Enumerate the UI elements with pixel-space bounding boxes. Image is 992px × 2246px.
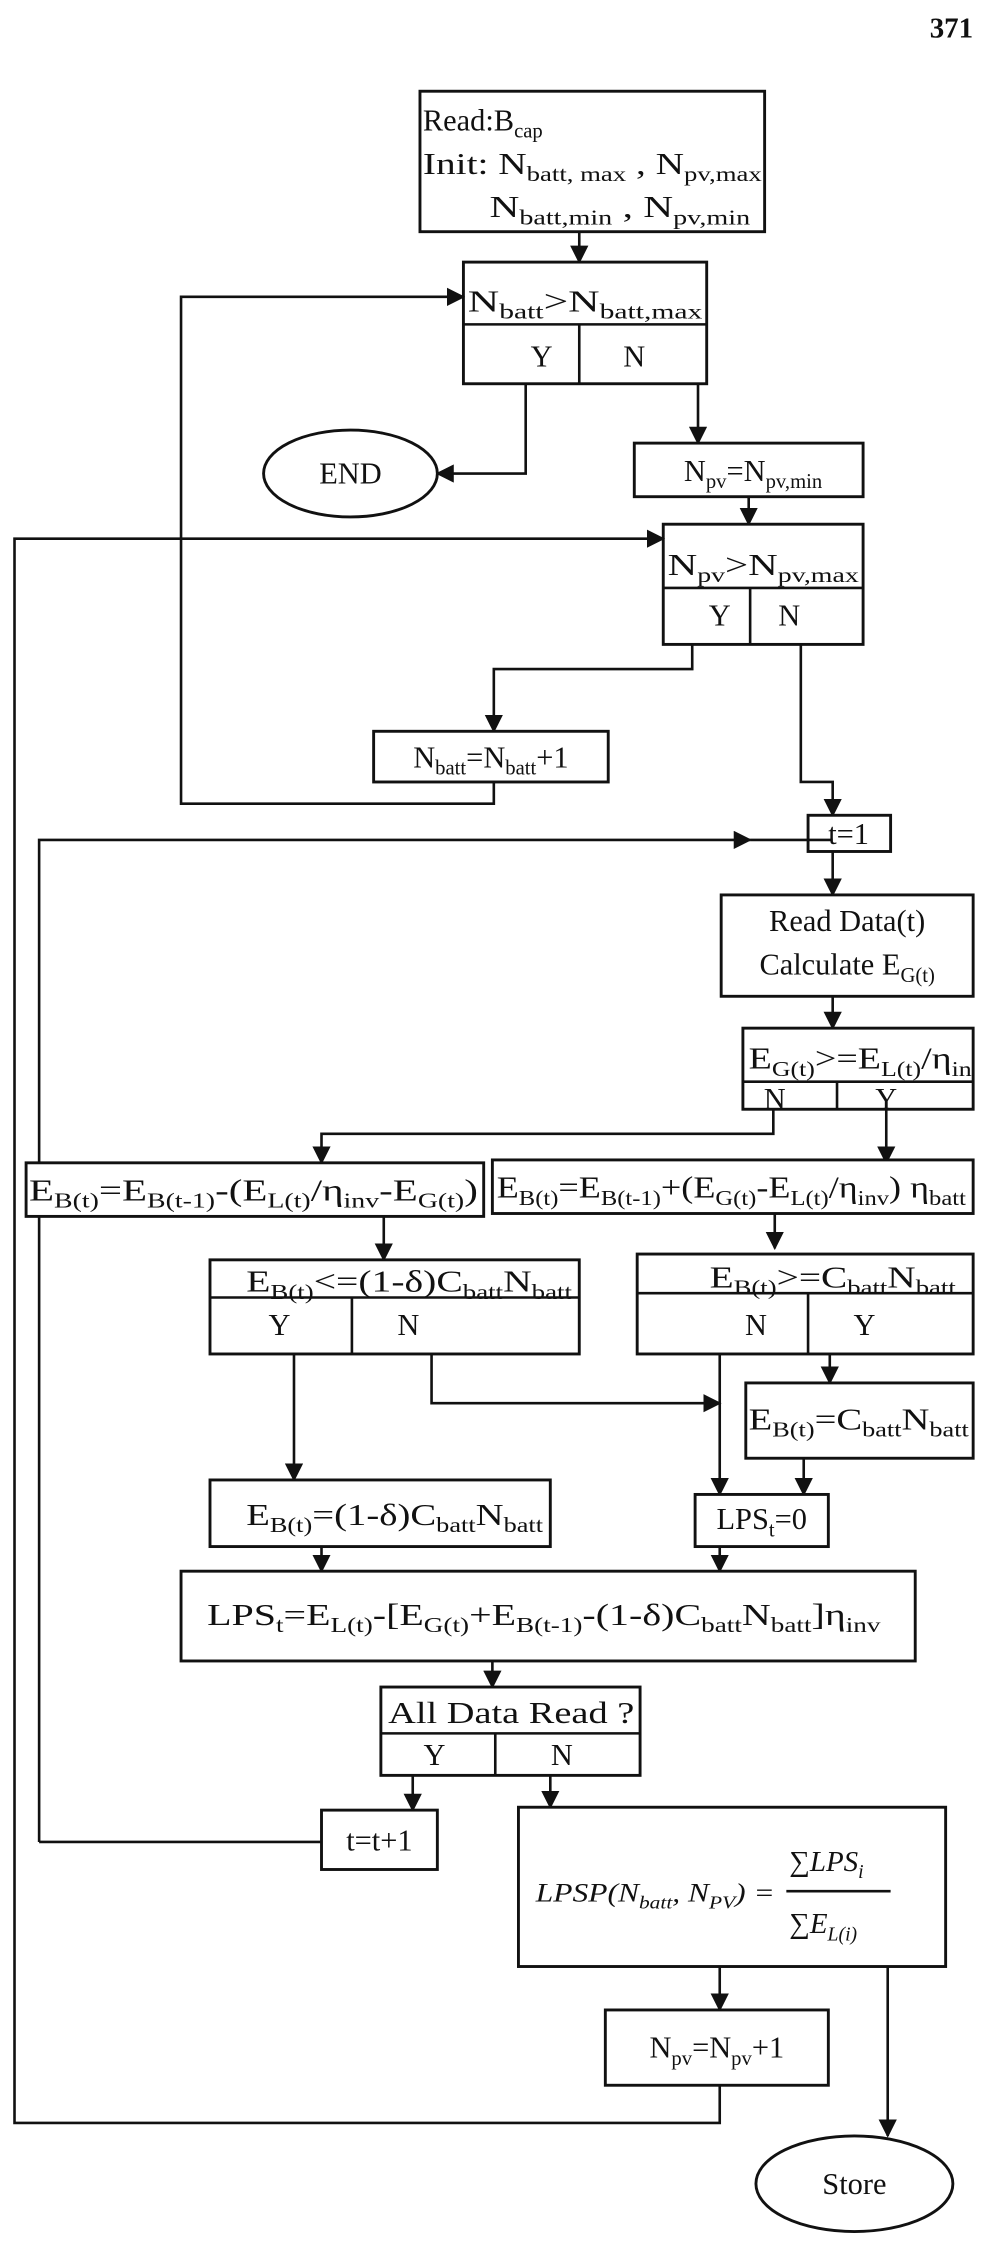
svg-text:t=1: t=1: [828, 817, 869, 851]
lps-zero-box: LPSt=0: [693, 1492, 830, 1549]
loop-connector: [13, 529, 722, 2125]
connector: [312, 1109, 775, 1165]
no-label: N: [551, 1738, 573, 1772]
no-label: N: [623, 339, 645, 373]
svg-text:Read Data(t): Read Data(t): [769, 904, 925, 938]
t-inc-box: t=t+1: [320, 1808, 439, 1871]
connector: [430, 1353, 722, 1413]
connector: [435, 383, 527, 483]
nbatt-inc-box: Nbatt=Nbatt+1: [372, 729, 610, 784]
connector: [484, 644, 694, 734]
condition-text: All Data Read ?: [388, 1696, 634, 1730]
yes-label: Y: [854, 1308, 876, 1342]
yes-label: Y: [709, 599, 731, 633]
yes-label: Y: [423, 1738, 445, 1772]
loop-connector: [179, 287, 496, 805]
svg-text:Nbatt=Nbatt+1: Nbatt=Nbatt+1: [413, 740, 568, 779]
npv-inc-box: Npv=Npv+1: [603, 2008, 830, 2087]
yes-label: Y: [269, 1308, 291, 1342]
connector: [799, 644, 842, 818]
loop-connector: [37, 830, 752, 1842]
svg-text:Calculate EG(t): Calculate EG(t): [759, 948, 934, 987]
no-label: N: [764, 1082, 786, 1116]
npv-init-box: Npv=Npv,min: [632, 441, 865, 499]
page-number: 371: [930, 13, 973, 45]
svg-text:t=t+1: t=t+1: [346, 1824, 412, 1858]
lpsp-denominator: ∑EL(i): [789, 1908, 857, 1945]
svg-text:LPSt=EL(t)-[EG(t)+EB(t-1)-(1-δ: LPSt=EL(t)-[EG(t)+EB(t-1)-(1-δ)CbattNbat…: [207, 1598, 881, 1637]
no-label: N: [778, 599, 800, 633]
yes-label: Y: [875, 1082, 897, 1116]
read-data-box: Read Data(t) Calculate EG(t): [719, 893, 975, 998]
read-bcap-text: Read:Bcap: [423, 103, 543, 142]
lpsp-numerator: ∑LPSi: [789, 1846, 863, 1883]
store-terminal: Store: [754, 2134, 955, 2233]
yes-label: Y: [531, 339, 553, 373]
svg-text:Store: Store: [822, 2167, 886, 2201]
svg-text:Npv=Npv+1: Npv=Npv+1: [649, 2031, 784, 2070]
no-label: N: [745, 1308, 767, 1342]
t-init-box: t=1: [806, 813, 893, 853]
decision-all-data: All Data Read ? Y N: [379, 1685, 642, 1777]
end-terminal: END: [262, 428, 439, 519]
svg-text:Npv=Npv,min: Npv=Npv,min: [684, 454, 823, 493]
svg-text:END: END: [319, 457, 382, 491]
no-label: N: [397, 1308, 419, 1342]
svg-text:LPSt=0: LPSt=0: [716, 1502, 807, 1541]
